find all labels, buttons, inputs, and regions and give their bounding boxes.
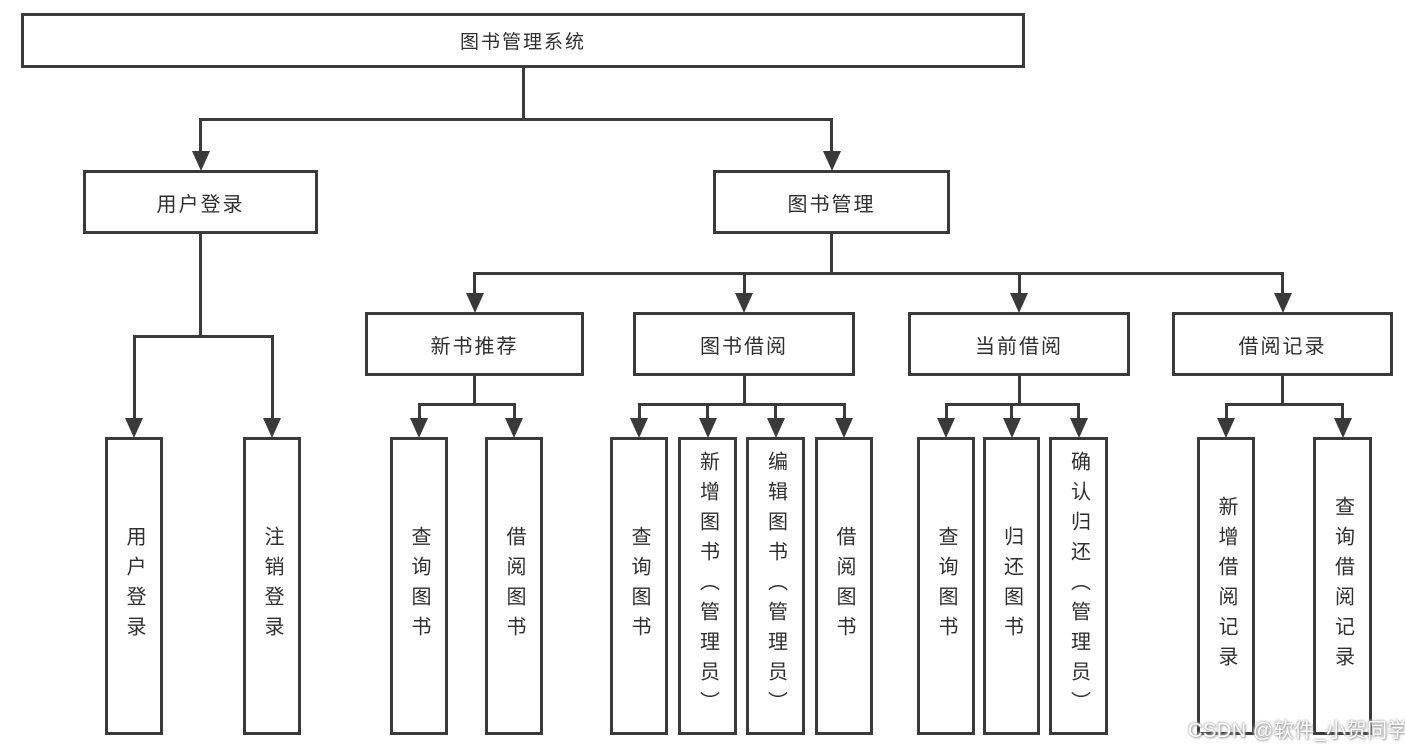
connector-stem-logout-leaf bbox=[270, 336, 274, 423]
connector-bus-book-borrow bbox=[637, 402, 846, 406]
watermark-text: CSDN @软件_小贺同学 bbox=[1188, 720, 1405, 742]
node-book-borrow: 图书借阅 bbox=[633, 312, 855, 376]
connector-bus-system bbox=[199, 117, 833, 121]
connector-arrowhead-add-borrow-record bbox=[1217, 418, 1235, 438]
node-add-books-admin: 新增图书（管理员） bbox=[678, 437, 737, 735]
connector-stem-book-borrow bbox=[742, 273, 746, 298]
node-query-borrow-record: 查询借阅记录 bbox=[1313, 437, 1372, 735]
node-label-user-login: 用户登录 bbox=[156, 193, 245, 216]
connector-arrowhead-edit-books-admin bbox=[766, 418, 785, 438]
connector-arrowhead-query-books-3 bbox=[937, 418, 955, 438]
connector-bus-user-login bbox=[132, 334, 274, 338]
connector-arrowhead-borrow-books-2 bbox=[835, 418, 853, 438]
node-current-borrow: 当前借阅 bbox=[908, 312, 1130, 376]
connector-stem-user-login bbox=[199, 119, 202, 156]
node-label-query-borrow-record: 查询借阅记录 bbox=[1331, 496, 1354, 676]
node-label-user-login-leaf: 用户登录 bbox=[123, 526, 145, 646]
node-label-new-book-recommend: 新书推荐 bbox=[430, 335, 519, 358]
connector-bus-borrow-records bbox=[1224, 402, 1344, 406]
node-system: 图书管理系统 bbox=[21, 13, 1025, 68]
connector-stem-edit-books-admin bbox=[774, 404, 777, 423]
connector-stem-book-management bbox=[830, 119, 833, 156]
connector-stem-book-borrow bbox=[742, 376, 746, 404]
connector-stem-borrow-records bbox=[1281, 273, 1284, 298]
connector-stem-query-books-2 bbox=[637, 404, 641, 423]
connector-arrowhead-new-book-recommend bbox=[465, 293, 484, 313]
connector-stem-user-login bbox=[199, 234, 202, 336]
node-label-query-books-1: 查询图书 bbox=[408, 526, 430, 646]
connector-bus-book-management bbox=[473, 271, 1284, 275]
connector-stem-add-books-admin bbox=[706, 404, 709, 423]
connector-stem-query-books-3 bbox=[944, 404, 948, 423]
node-label-edit-books-admin: 编辑图书（管理员） bbox=[764, 451, 787, 721]
connector-stem-system bbox=[521, 68, 525, 119]
connector-arrowhead-book-management bbox=[822, 151, 841, 171]
connector-arrowhead-query-borrow-record bbox=[1333, 418, 1352, 438]
node-query-books-2: 查询图书 bbox=[610, 437, 668, 735]
connector-arrowhead-add-books-admin bbox=[698, 418, 717, 438]
node-label-add-books-admin: 新增图书（管理员） bbox=[696, 451, 719, 721]
node-query-books-3: 查询图书 bbox=[917, 437, 975, 735]
node-borrow-records: 借阅记录 bbox=[1172, 312, 1393, 376]
connector-stem-query-borrow-record bbox=[1341, 404, 1344, 423]
node-book-management: 图书管理 bbox=[713, 170, 950, 234]
node-label-borrow-books-2: 借阅图书 bbox=[833, 526, 855, 646]
connector-stem-current-borrow bbox=[1017, 376, 1021, 404]
node-borrow-books-1: 借阅图书 bbox=[485, 437, 543, 735]
node-label-borrow-books-1: 借阅图书 bbox=[503, 526, 525, 646]
node-user-login-leaf: 用户登录 bbox=[105, 437, 163, 735]
connector-stem-current-borrow bbox=[1017, 273, 1021, 298]
node-label-system: 图书管理系统 bbox=[459, 32, 586, 53]
node-label-borrow-records: 借阅记录 bbox=[1238, 335, 1327, 358]
connector-arrowhead-borrow-records bbox=[1273, 293, 1292, 313]
node-new-book-recommend: 新书推荐 bbox=[365, 312, 584, 376]
node-label-return-books: 归还图书 bbox=[1000, 526, 1023, 646]
node-label-confirm-return-admin: 确认归还（管理员） bbox=[1067, 451, 1090, 721]
node-edit-books-admin: 编辑图书（管理员） bbox=[746, 437, 805, 735]
node-add-borrow-record: 新增借阅记录 bbox=[1197, 437, 1255, 735]
connector-arrowhead-query-books-2 bbox=[630, 418, 648, 438]
node-query-books-1: 查询图书 bbox=[390, 437, 448, 735]
connector-arrowhead-return-books bbox=[1002, 418, 1021, 438]
node-borrow-books-2: 借阅图书 bbox=[815, 437, 873, 735]
node-label-current-borrow: 当前借阅 bbox=[975, 335, 1063, 358]
node-label-query-books-3: 查询图书 bbox=[935, 526, 957, 646]
connector-arrowhead-borrow-books-1 bbox=[505, 418, 523, 438]
connector-stem-new-book-recommend bbox=[473, 273, 476, 298]
connector-bus-new-book-recommend bbox=[417, 402, 516, 406]
connector-stem-add-borrow-record bbox=[1224, 404, 1228, 423]
node-label-add-borrow-record: 新增借阅记录 bbox=[1215, 496, 1237, 676]
connector-stem-borrow-books-2 bbox=[842, 404, 846, 423]
connector-arrowhead-user-login-leaf bbox=[125, 418, 143, 438]
node-logout-leaf: 注销登录 bbox=[243, 437, 301, 735]
connector-stem-query-books-1 bbox=[417, 404, 421, 423]
node-label-book-borrow: 图书借阅 bbox=[700, 335, 788, 358]
connector-stem-book-management bbox=[830, 234, 833, 273]
connector-arrowhead-user-login bbox=[191, 151, 210, 171]
connector-stem-confirm-return-admin bbox=[1077, 404, 1080, 423]
node-label-query-books-2: 查询图书 bbox=[628, 526, 650, 646]
node-label-book-management: 图书管理 bbox=[787, 193, 876, 216]
connector-arrowhead-logout-leaf bbox=[263, 418, 281, 438]
node-user-login: 用户登录 bbox=[83, 170, 318, 234]
node-return-books: 归还图书 bbox=[983, 437, 1040, 735]
connector-arrowhead-book-borrow bbox=[735, 293, 753, 313]
connector-stem-borrow-books-1 bbox=[512, 404, 516, 423]
connector-arrowhead-confirm-return-admin bbox=[1069, 418, 1088, 438]
connector-stem-borrow-records bbox=[1281, 376, 1284, 404]
node-label-logout-leaf: 注销登录 bbox=[261, 526, 283, 646]
connector-arrowhead-query-books-1 bbox=[410, 418, 428, 438]
connector-stem-new-book-recommend bbox=[473, 376, 476, 404]
connector-arrowhead-current-borrow bbox=[1010, 293, 1028, 313]
connector-stem-user-login-leaf bbox=[132, 336, 136, 423]
node-confirm-return-admin: 确认归还（管理员） bbox=[1049, 437, 1108, 735]
connector-stem-return-books bbox=[1010, 404, 1013, 423]
